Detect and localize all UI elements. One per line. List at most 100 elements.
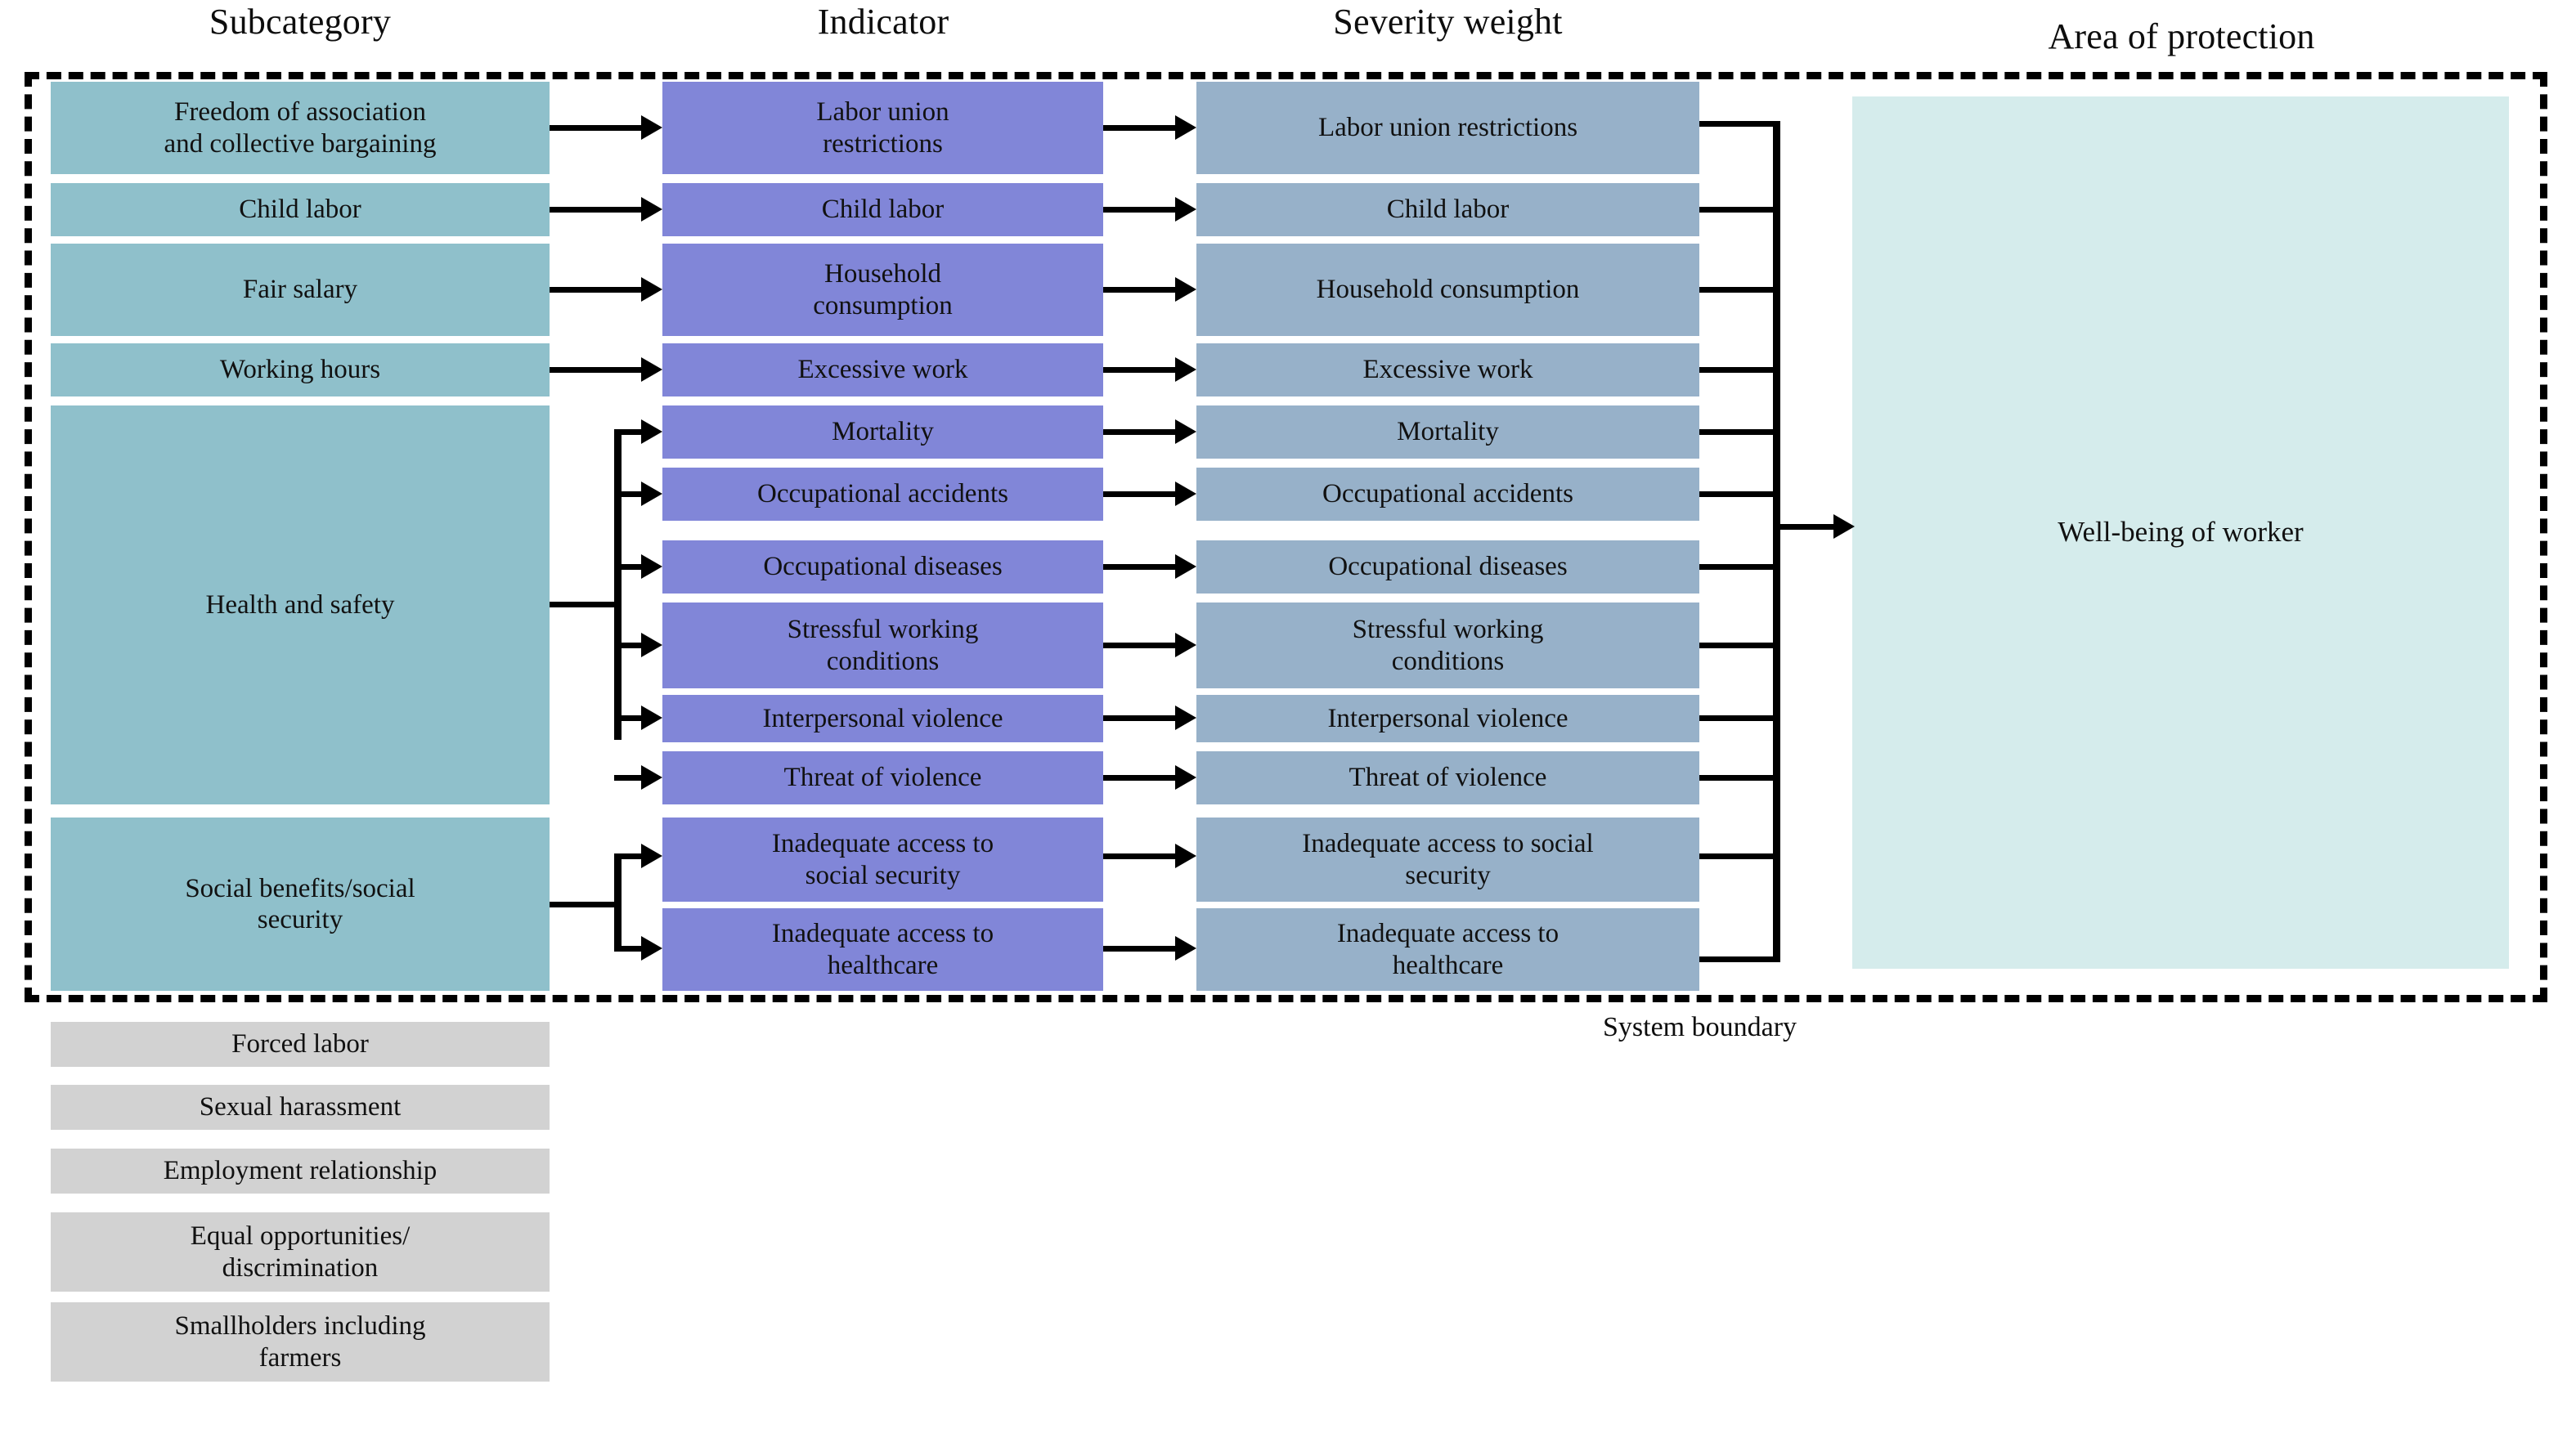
indicator-box-child-labor[interactable]: Child labor bbox=[662, 183, 1103, 236]
indicator-box-threat-of-violence[interactable]: Threat of violence bbox=[662, 751, 1103, 804]
severity-box-inadequate-access-healthcare[interactable]: Inadequate access to healthcare bbox=[1196, 908, 1699, 991]
connector-sub-to-ind-row3 bbox=[550, 287, 641, 293]
excluded-box-smallholders-including-farmers[interactable]: Smallholders including farmers bbox=[51, 1302, 550, 1382]
connector-social-benefits-branch-social-security bbox=[614, 853, 641, 859]
indicator-box-labor-union-restrictions[interactable]: Labor union restrictions bbox=[662, 82, 1103, 174]
arrowhead-sub-to-ind-row1 bbox=[641, 115, 662, 140]
connector-health-safety-branch-threat bbox=[614, 775, 641, 781]
connector-ind-to-sev-row2 bbox=[1103, 207, 1175, 213]
column-header-indicator: Indicator bbox=[817, 2, 949, 42]
severity-box-occupational-diseases[interactable]: Occupational diseases bbox=[1196, 540, 1699, 594]
indicator-box-inadequate-access-social-security[interactable]: Inadequate access to social security bbox=[662, 818, 1103, 902]
arrowhead-ind-to-sev-row6 bbox=[1175, 482, 1196, 506]
subcategory-box-fair-salary[interactable]: Fair salary bbox=[51, 244, 550, 336]
connector-sev-to-bus-row8 bbox=[1699, 643, 1778, 648]
arrowhead-ind-to-sev-row2 bbox=[1175, 197, 1196, 222]
indicator-box-inadequate-access-healthcare[interactable]: Inadequate access to healthcare bbox=[662, 908, 1103, 991]
system-boundary-label: System boundary bbox=[1603, 1012, 1797, 1042]
connector-bus-to-area-of-protection bbox=[1773, 524, 1838, 530]
excluded-box-equal-opportunities-discrimination[interactable]: Equal opportunities/ discrimination bbox=[51, 1212, 550, 1292]
indicator-box-occupational-diseases[interactable]: Occupational diseases bbox=[662, 540, 1103, 594]
severity-box-occupational-accidents[interactable]: Occupational accidents bbox=[1196, 468, 1699, 521]
indicator-box-interpersonal-violence[interactable]: Interpersonal violence bbox=[662, 695, 1103, 742]
arrowhead-health-safety-mortality bbox=[641, 419, 662, 444]
connector-social-benefits-bus bbox=[614, 853, 622, 952]
subcategory-box-social-benefits[interactable]: Social benefits/social security bbox=[51, 818, 550, 991]
severity-box-excessive-work[interactable]: Excessive work bbox=[1196, 343, 1699, 396]
connector-health-safety-branch-accidents bbox=[614, 491, 641, 497]
arrowhead-health-safety-diseases bbox=[641, 554, 662, 579]
connector-sev-to-bus-row9 bbox=[1699, 715, 1778, 721]
arrowhead-sub-to-ind-row2 bbox=[641, 197, 662, 222]
indicator-box-mortality[interactable]: Mortality bbox=[662, 405, 1103, 459]
connector-sev-to-bus-row12 bbox=[1699, 956, 1778, 962]
connector-sub-to-ind-row2 bbox=[550, 207, 641, 213]
arrowhead-social-benefits-healthcare bbox=[641, 936, 662, 961]
arrowhead-sub-to-ind-row4 bbox=[641, 357, 662, 382]
excluded-box-forced-labor[interactable]: Forced labor bbox=[51, 1022, 550, 1067]
arrowhead-ind-to-sev-row10 bbox=[1175, 765, 1196, 790]
aggregation-bus-vertical bbox=[1773, 121, 1780, 962]
arrowhead-ind-to-sev-row11 bbox=[1175, 844, 1196, 868]
column-header-severity-weight: Severity weight bbox=[1333, 2, 1563, 42]
connector-ind-to-sev-row10 bbox=[1103, 775, 1175, 781]
connector-social-benefits-branch-healthcare bbox=[614, 946, 641, 952]
connector-ind-to-sev-row8 bbox=[1103, 643, 1175, 648]
connector-sev-to-bus-row11 bbox=[1699, 853, 1778, 859]
subcategory-box-working-hours[interactable]: Working hours bbox=[51, 343, 550, 396]
arrowhead-health-safety-accidents bbox=[641, 482, 662, 506]
arrowhead-health-safety-threat bbox=[641, 765, 662, 790]
indicator-box-household-consumption[interactable]: Household consumption bbox=[662, 244, 1103, 336]
column-header-area-of-protection: Area of protection bbox=[2048, 16, 2315, 56]
connector-sev-to-bus-row7 bbox=[1699, 564, 1778, 570]
excluded-box-employment-relationship[interactable]: Employment relationship bbox=[51, 1149, 550, 1194]
column-header-subcategory: Subcategory bbox=[209, 2, 392, 42]
severity-box-interpersonal-violence[interactable]: Interpersonal violence bbox=[1196, 695, 1699, 742]
severity-box-household-consumption[interactable]: Household consumption bbox=[1196, 244, 1699, 336]
connector-health-safety-trunk bbox=[550, 602, 620, 607]
excluded-box-sexual-harassment[interactable]: Sexual harassment bbox=[51, 1085, 550, 1130]
subcategory-box-child-labor[interactable]: Child labor bbox=[51, 183, 550, 236]
connector-sev-to-bus-row4 bbox=[1699, 367, 1778, 373]
arrowhead-health-safety-interpersonal bbox=[641, 706, 662, 730]
connector-ind-to-sev-row1 bbox=[1103, 125, 1175, 131]
severity-box-mortality[interactable]: Mortality bbox=[1196, 405, 1699, 459]
connector-sev-to-bus-row1 bbox=[1699, 121, 1778, 127]
connector-sub-to-ind-row4 bbox=[550, 367, 641, 373]
indicator-box-occupational-accidents[interactable]: Occupational accidents bbox=[662, 468, 1103, 521]
severity-box-inadequate-access-social-security[interactable]: Inadequate access to social security bbox=[1196, 818, 1699, 902]
arrowhead-ind-to-sev-row1 bbox=[1175, 115, 1196, 140]
connector-ind-to-sev-row5 bbox=[1103, 429, 1175, 435]
arrowhead-ind-to-sev-row12 bbox=[1175, 936, 1196, 961]
connector-ind-to-sev-row4 bbox=[1103, 367, 1175, 373]
indicator-box-stressful-working-conditions[interactable]: Stressful working conditions bbox=[662, 603, 1103, 688]
severity-box-stressful-working-conditions[interactable]: Stressful working conditions bbox=[1196, 603, 1699, 688]
arrowhead-social-benefits-social-security bbox=[641, 844, 662, 868]
connector-ind-to-sev-row12 bbox=[1103, 946, 1175, 952]
connector-health-safety-branch-mortality bbox=[614, 429, 641, 435]
subcategory-box-freedom-of-association[interactable]: Freedom of association and collective ba… bbox=[51, 82, 550, 174]
arrowhead-health-safety-stressful bbox=[641, 633, 662, 657]
connector-sev-to-bus-row6 bbox=[1699, 491, 1778, 497]
arrowhead-bus-to-area-of-protection bbox=[1833, 514, 1855, 539]
connector-sub-to-ind-row1 bbox=[550, 125, 641, 131]
connector-social-benefits-trunk bbox=[550, 902, 620, 907]
connector-sev-to-bus-row10 bbox=[1699, 775, 1778, 781]
arrowhead-ind-to-sev-row8 bbox=[1175, 633, 1196, 657]
connector-ind-to-sev-row9 bbox=[1103, 715, 1175, 721]
arrowhead-ind-to-sev-row5 bbox=[1175, 419, 1196, 444]
connector-health-safety-branch-stressful bbox=[614, 643, 641, 648]
connector-health-safety-branch-interpersonal bbox=[614, 715, 641, 721]
severity-box-threat-of-violence[interactable]: Threat of violence bbox=[1196, 751, 1699, 804]
arrowhead-ind-to-sev-row3 bbox=[1175, 277, 1196, 302]
connector-health-safety-bus bbox=[614, 429, 622, 740]
arrowhead-ind-to-sev-row7 bbox=[1175, 554, 1196, 579]
severity-box-labor-union-restrictions[interactable]: Labor union restrictions bbox=[1196, 82, 1699, 174]
severity-box-child-labor[interactable]: Child labor bbox=[1196, 183, 1699, 236]
connector-ind-to-sev-row3 bbox=[1103, 287, 1175, 293]
area-of-protection-box-well-being-of-worker[interactable]: Well-being of worker bbox=[1852, 96, 2509, 969]
connector-health-safety-branch-diseases bbox=[614, 564, 641, 570]
indicator-box-excessive-work[interactable]: Excessive work bbox=[662, 343, 1103, 396]
subcategory-box-health-and-safety[interactable]: Health and safety bbox=[51, 405, 550, 804]
